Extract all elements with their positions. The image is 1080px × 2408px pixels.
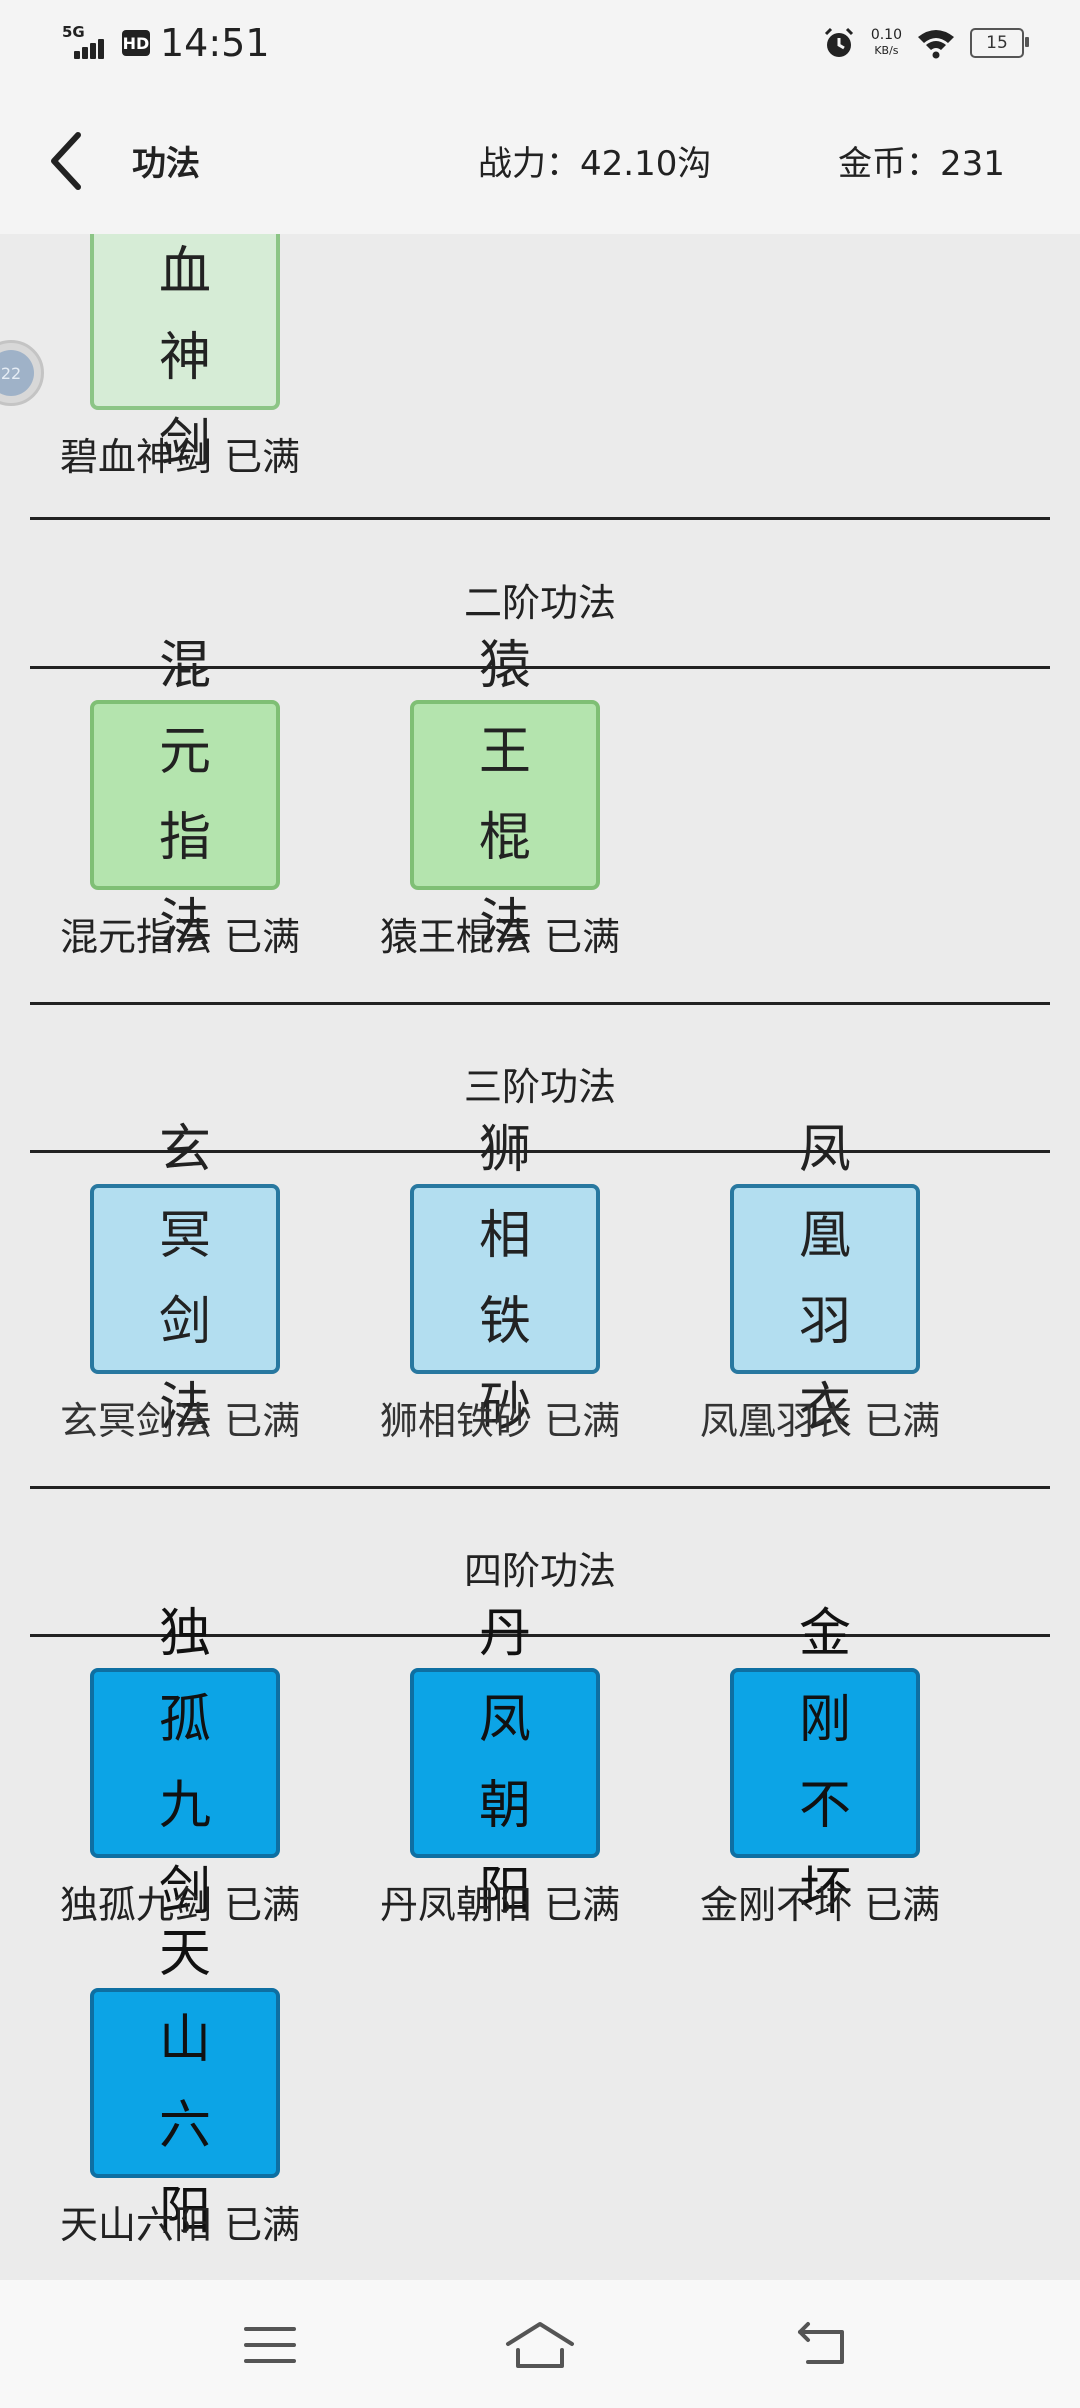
network-speed: 0.10 KB/s [870, 27, 902, 58]
divider [30, 1634, 1050, 1637]
divider [30, 517, 1050, 520]
back-button[interactable] [36, 122, 96, 200]
page-title: 功法 [132, 144, 200, 184]
skill-label: 玄冥剑法 已满 [60, 1399, 301, 1443]
skill-item[interactable]: 猿 王 棍 法 猿王棍法 已满 [380, 636, 620, 959]
skill-tile[interactable]: 混 元 指 法 [90, 636, 280, 954]
section-title-tier2: 二阶功法 [463, 581, 616, 625]
skill-label: 狮相铁砂 已满 [380, 1399, 621, 1443]
status-right: 0.10 KB/s 15 [821, 20, 1029, 66]
skill-label: 独孤九剑 已满 [60, 1883, 301, 1927]
skill-item[interactable]: 独 孤 九 剑 独孤九剑 已满 [60, 1604, 300, 1927]
skill-tile[interactable]: 狮 相 铁 砂 [410, 1120, 600, 1438]
skill-label: 金刚不坏 已满 [700, 1883, 941, 1927]
skill-tile[interactable]: 凤 凰 羽 衣 [730, 1120, 920, 1438]
skill-tile[interactable]: 天 山 六 阳 [90, 1924, 280, 2242]
gold-stat: 金币：231 [838, 144, 1005, 184]
skill-item[interactable]: 玄 冥 剑 法 玄冥剑法 已满 [60, 1120, 300, 1443]
status-left: 5G HD 14:51 [60, 18, 270, 68]
skill-item[interactable]: 凤 凰 羽 衣 凤凰羽衣 已满 [700, 1120, 940, 1443]
skill-tile[interactable]: 玄 冥 剑 法 [90, 1120, 280, 1438]
hd-icon: HD [122, 30, 150, 56]
skill-tile[interactable]: 独 孤 九 剑 [90, 1604, 280, 1922]
skill-label: 丹凤朝阳 已满 [380, 1883, 621, 1927]
status-time: 14:51 [160, 21, 270, 65]
network-type: 5G [62, 23, 85, 41]
divider [30, 1150, 1050, 1153]
power-stat: 战力：42.10沟 [478, 144, 712, 184]
skill-tile[interactable]: 碧 血 神 剑 [90, 234, 280, 474]
navigation-bar [0, 2280, 1080, 2408]
divider [30, 1486, 1050, 1489]
skill-item[interactable]: 混 元 指 法 混元指法 已满 [60, 636, 300, 959]
section-title-tier3: 三阶功法 [463, 1065, 616, 1109]
app-bar: 功法 战力：42.10沟 金币：231 [0, 82, 1080, 234]
skill-tile[interactable]: 猿 王 棍 法 [410, 636, 600, 954]
section-title-tier4: 四阶功法 [463, 1549, 616, 1593]
skill-tile[interactable]: 金 刚 不 坏 [730, 1604, 920, 1922]
status-bar: 5G HD 14:51 0.10 KB/s 15 [0, 0, 1080, 82]
home-icon [506, 2322, 574, 2368]
signal-icon: 5G [60, 23, 112, 63]
menu-icon [244, 2327, 296, 2363]
battery-level: 15 [986, 33, 1008, 53]
skill-list[interactable]: 碧 血 神 剑 碧血神剑 已满 二阶功法 混 元 指 法 混元指法 已满 猿 王… [0, 234, 1080, 2280]
skill-item[interactable]: 金 刚 不 坏 金刚不坏 已满 [700, 1604, 940, 1927]
system-back-button[interactable] [782, 2310, 862, 2380]
back-icon [798, 2322, 844, 2364]
floating-assist-ball[interactable]: 22 [0, 340, 44, 406]
skill-item[interactable]: 碧 血 神 剑 碧血神剑 已满 [60, 234, 300, 479]
skill-label: 凤凰羽衣 已满 [700, 1399, 941, 1443]
skill-tile[interactable]: 丹 凤 朝 阳 [410, 1604, 600, 1922]
chevron-left-icon [51, 132, 81, 190]
skill-item[interactable]: 天 山 六 阳 天山六阳 已满 [60, 1924, 300, 2247]
skill-label: 碧血神剑 已满 [60, 435, 301, 479]
wifi-icon [918, 30, 954, 59]
alarm-icon [824, 27, 853, 57]
skill-item[interactable]: 狮 相 铁 砂 狮相铁砂 已满 [380, 1120, 620, 1443]
skill-label: 天山六阳 已满 [60, 2203, 301, 2247]
skill-label: 混元指法 已满 [60, 915, 301, 959]
home-button[interactable] [500, 2310, 580, 2380]
skill-item[interactable]: 丹 凤 朝 阳 丹凤朝阳 已满 [380, 1604, 620, 1927]
divider [30, 666, 1050, 669]
battery-icon: 15 [970, 28, 1029, 58]
floating-ball-label: 22 [0, 350, 34, 396]
skill-label: 猿王棍法 已满 [380, 915, 621, 959]
divider [30, 1002, 1050, 1005]
recent-apps-button[interactable] [230, 2310, 310, 2380]
